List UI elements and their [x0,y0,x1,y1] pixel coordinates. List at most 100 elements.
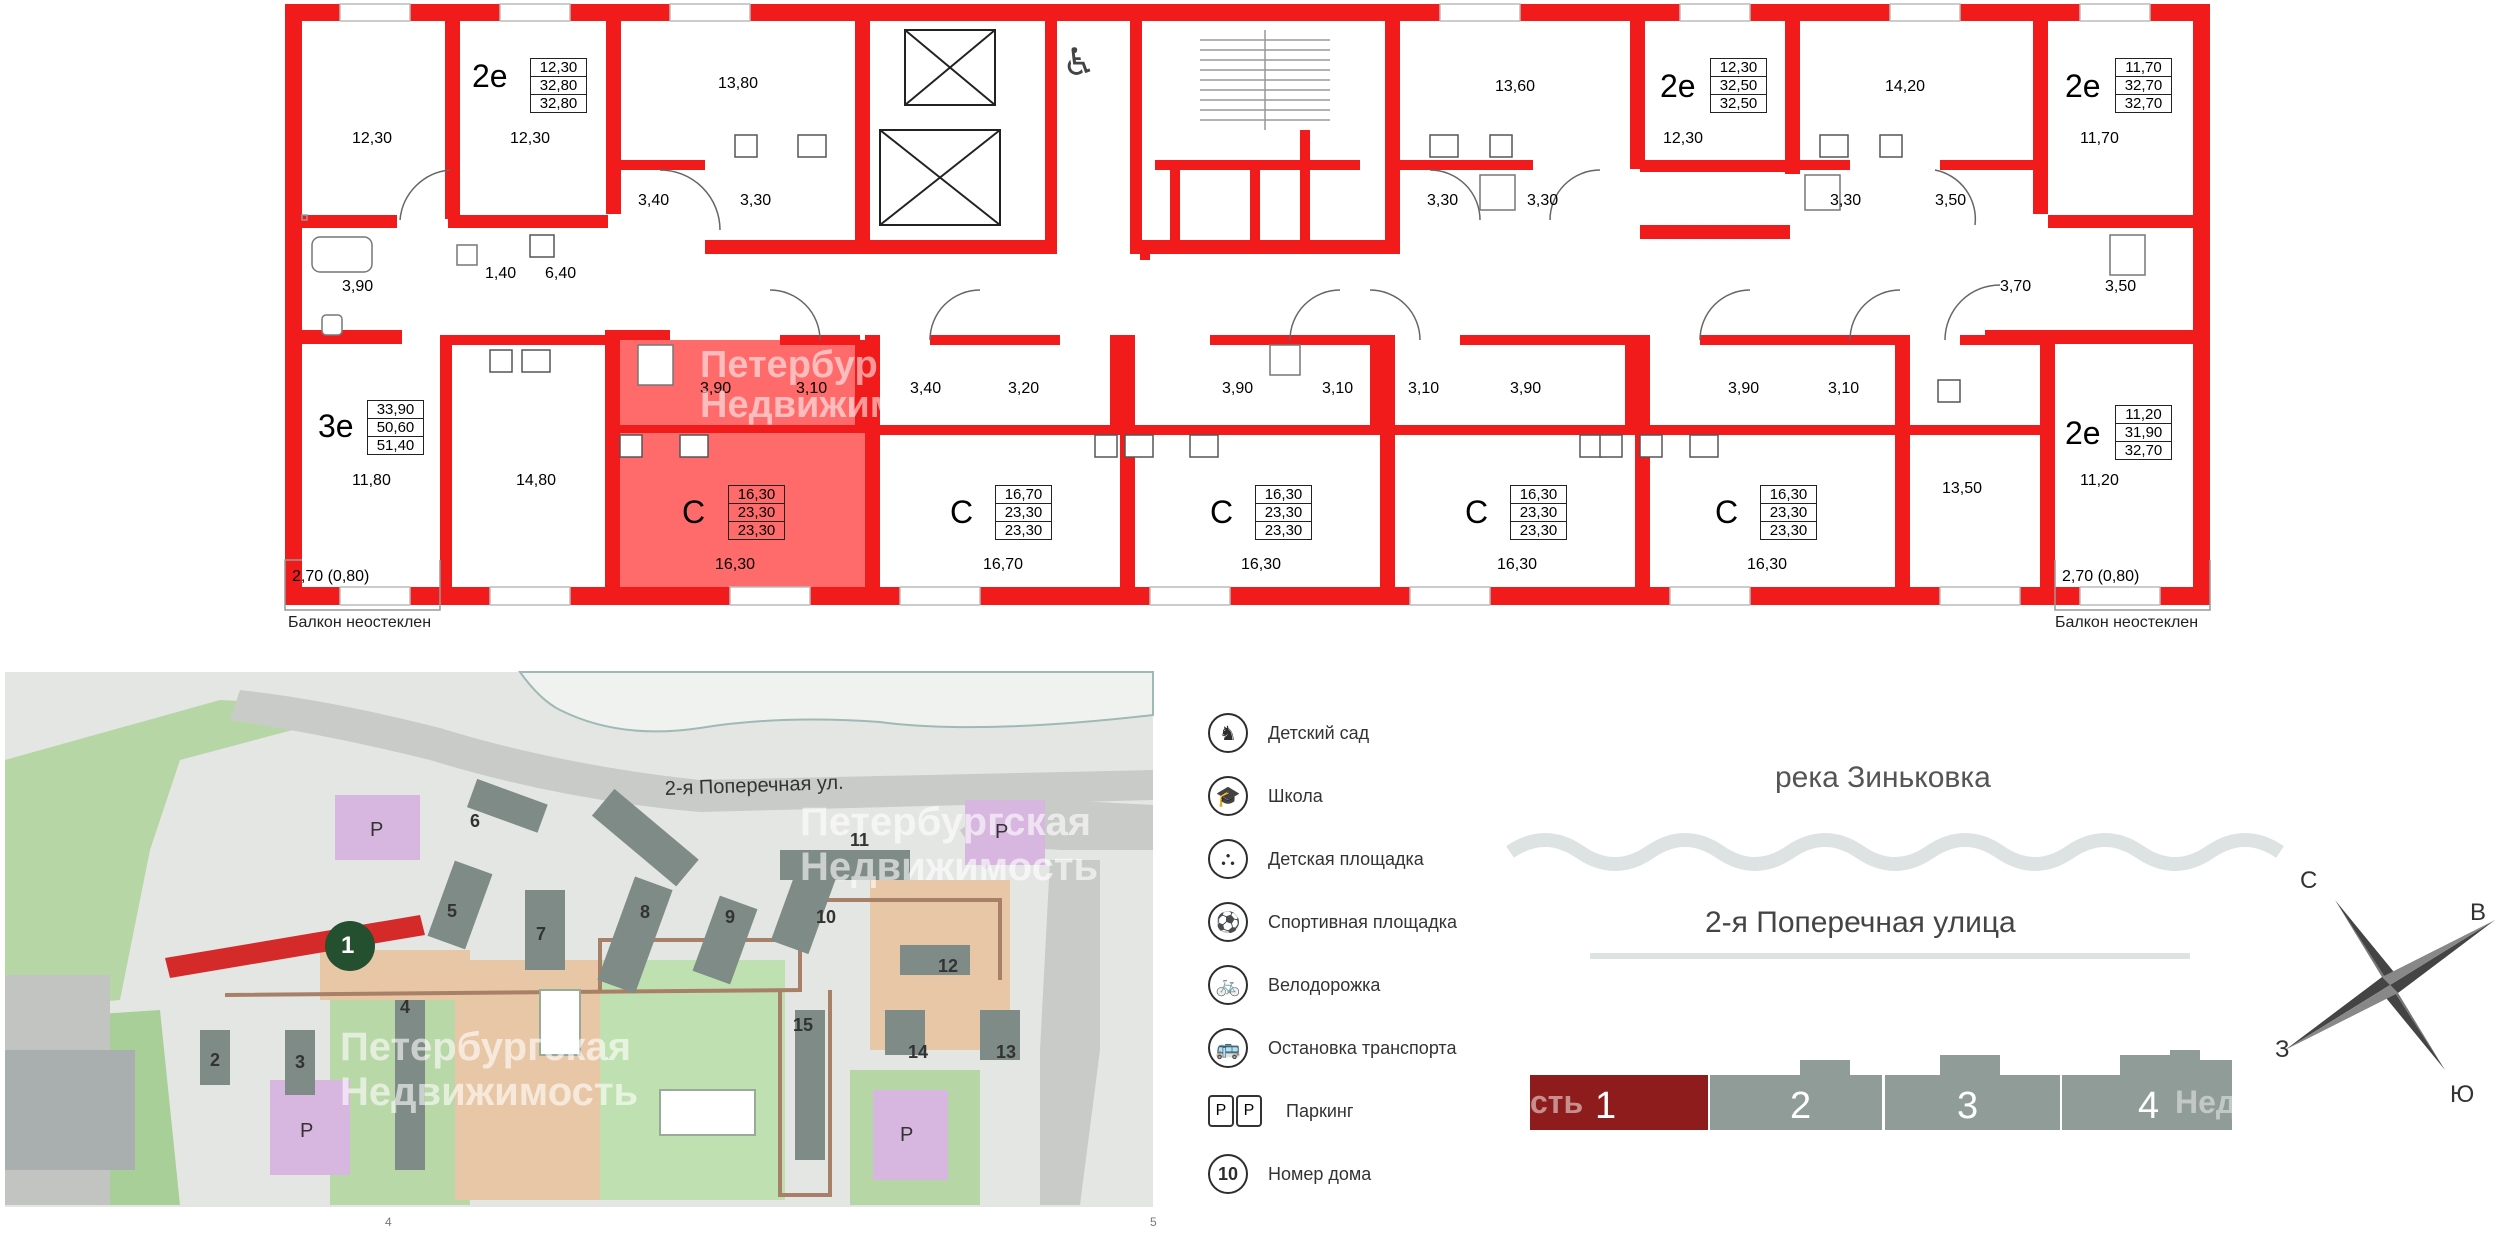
building-1-marker[interactable] [325,921,375,971]
room-area: 12,30 [510,130,551,147]
building-number-2[interactable]: 2 [210,1050,220,1070]
watermark-line1: Петербургская [800,800,1091,844]
soccer-ball-icon: ⚽ [1208,902,1248,942]
door-arcs [399,169,2001,341]
section-4-label: 4 [2138,1085,2159,1127]
building-number-5[interactable]: 5 [447,901,457,921]
building-number-11[interactable]: 11 [850,830,869,850]
stairs-icon [1200,30,1330,130]
legend-item-house-number: 10 Номер дома [1208,1154,1371,1194]
apt-areas-6: 16,30 23,30 23,30 [1510,485,1567,540]
balconies [284,214,2211,611]
room-area: 3,90 [700,380,732,397]
room-area: 3,10 [1408,380,1440,397]
river-label: река Зиньковка [1775,761,1991,794]
section-3[interactable] [1885,1055,2060,1130]
section-1[interactable] [1530,1075,1708,1130]
legend-item-parking: P P Паркинг [1208,1091,1353,1131]
room-area: 16,30 [1747,556,1788,573]
watermark-line1: Петербургская [340,1025,631,1069]
watermark-fragment: Нед [2175,1084,2236,1120]
apt-type-10: 2е [2065,415,2101,451]
room-area: 3,20 [1008,380,1040,397]
room-area: 3,50 [2105,278,2137,295]
map-grid-tick-5: 5 [1150,1215,1157,1229]
room-area: 12,30 [352,130,393,147]
legend-item-sports: ⚽ Спортивная площадка [1208,902,1457,942]
compass-west: З [2275,1036,2290,1063]
room-area: 3,70 [2000,278,2032,295]
building-number-7[interactable]: 7 [536,924,546,944]
legend-item-kindergarten: ♞ Детский сад [1208,713,1369,753]
wheelchair-icon: ♿ [1062,42,1096,84]
windows [339,3,2161,606]
parking-icon: Р [995,821,1008,843]
building-number-14[interactable]: 14 [908,1042,928,1062]
section-4[interactable] [2062,1050,2232,1130]
apt-type-2: 3е [318,408,354,444]
rocking-horse-icon: ♞ [1208,713,1248,753]
apt-areas-8: 12,30 32,50 32,50 [1710,58,1767,113]
parking-labels: Р Р Р Р [300,819,1008,1146]
apt-areas-3: 16,30 23,30 23,30 [728,485,785,540]
compass-north: С [2300,867,2317,894]
room-area: 14,20 [1885,78,1926,95]
section-3-label: 3 [1957,1085,1978,1127]
room-area: 13,60 [1495,78,1536,95]
room-area: 16,30 [1497,556,1538,573]
covered-parking-icon: P [1236,1095,1262,1127]
room-area: 16,30 [715,556,756,573]
room-area: 1,40 [485,265,517,282]
section-1-label: 1 [1595,1085,1616,1127]
apt-areas-10: 11,20 31,90 32,70 [2115,405,2172,460]
apt-type-1: 2е [472,58,508,94]
parking-icon: Р [900,1124,913,1146]
building-number-6[interactable]: 6 [470,811,480,831]
bus-icon: 🚌 [1208,1028,1248,1068]
building-numbers: 1 2 3 4 5 6 7 8 9 10 11 12 13 14 15 [210,811,1016,1072]
building-number-1[interactable]: 1 [341,932,354,959]
room-area: 3,90 [1222,380,1254,397]
compass-icon [2285,900,2495,1070]
house-number-icon: 10 [1208,1154,1248,1194]
room-area: 13,80 [718,75,759,92]
balcony-note-left: Балкон неостеклен [288,614,432,631]
room-area: 3,30 [1527,192,1559,209]
apt-type-3[interactable]: С [682,494,706,530]
watermark-line2: Недвижимость [340,1070,638,1114]
legend-item-playground: ⛬ Детская площадка [1208,839,1424,879]
building-number-13[interactable]: 13 [996,1042,1016,1062]
parking-icon: P [1208,1095,1234,1127]
parking-icon: Р [370,819,383,841]
balcony-area-left: 2,70 (0,80) [292,568,370,585]
apt-type-5: С [1210,494,1234,530]
balcony-note-right: Балкон неостеклен [2055,614,2199,631]
building-number-8[interactable]: 8 [640,902,650,922]
building-number-3[interactable]: 3 [295,1052,305,1072]
playground-slide-icon: ⛬ [1208,839,1248,879]
legend-item-bus: 🚌 Остановка транспорта [1208,1028,1456,1068]
apt-type-4: С [950,494,974,530]
apt-areas-7: 16,30 23,30 23,30 [1760,485,1817,540]
room-area: 3,90 [342,278,374,295]
building-number-15[interactable]: 15 [793,1015,813,1035]
parking-icon: P P [1208,1095,1262,1127]
room-area: 12,30 [1663,130,1704,147]
room-area: 3,10 [796,380,828,397]
balcony-area-right: 2,70 (0,80) [2062,568,2140,585]
apt-areas-2: 33,90 50,60 51,40 [367,400,424,455]
compass-east: В [2470,899,2486,926]
section-2[interactable] [1710,1060,1882,1130]
graduation-cap-icon: 🎓 [1208,776,1248,816]
apt-areas-9: 11,70 32,70 32,70 [2115,58,2172,113]
room-area: 3,10 [1828,380,1860,397]
building-number-12[interactable]: 12 [938,956,958,976]
apt-type-8: 2е [1660,68,1696,104]
building-number-10[interactable]: 10 [816,907,836,927]
building-number-4[interactable]: 4 [400,997,410,1017]
room-area: 3,90 [1728,380,1760,397]
floor-plan: ♿ [284,3,2211,611]
room-area: 14,80 [516,472,557,489]
building-number-9[interactable]: 9 [725,907,735,927]
street-line [1590,953,2190,959]
